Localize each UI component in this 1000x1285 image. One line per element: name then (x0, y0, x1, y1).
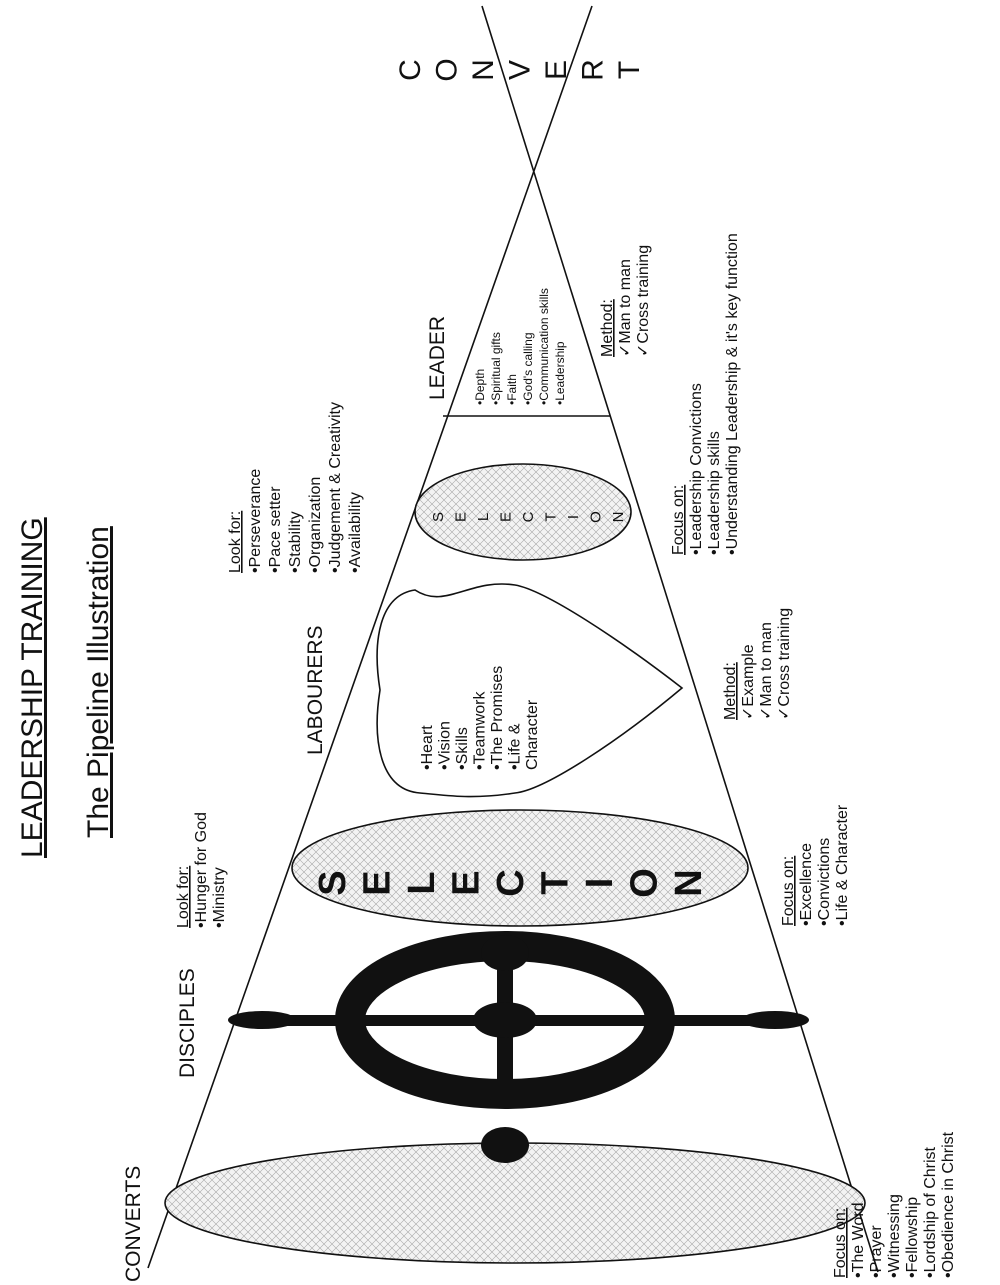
disciples-focus-on-item: •The Word (850, 1202, 867, 1278)
stage-label-leader: LEADER (426, 316, 449, 400)
disciples-focus-on-item: •Prayer (868, 1225, 885, 1278)
labourers-look-for-heading: Look for: (227, 511, 244, 573)
selection-large-letter-4: C (490, 869, 532, 896)
selection-focus-on-item: •Excellence (798, 843, 815, 926)
leader-method-item: ✓Man to man (617, 259, 634, 357)
leader-focus-on: Focus on:•Leadership Convictions•Leaders… (670, 233, 741, 555)
labourers-look-for-item: •Judgement & Creativity (327, 402, 344, 573)
selection-focus-on-heading: Focus on: (780, 856, 797, 926)
page-title: LEADERSHIP TRAINING (16, 517, 49, 858)
leader-focus-on-item: •Leadership skills (706, 431, 723, 555)
selection-focus-on: Focus on:•Excellence•Convictions•Life & … (780, 804, 851, 926)
leader-method-item: ✓Cross training (635, 245, 652, 357)
selection-large-letter-1: E (357, 870, 399, 895)
disciples-focus-on-item: •Fellowship (904, 1197, 921, 1278)
selection-large-letter-7: O (624, 868, 666, 898)
leader-method-heading: Method: (599, 299, 616, 357)
labourers-method: Method:✓Example✓Man to man✓Cross trainin… (722, 608, 793, 720)
leader-focus-on-item: •Understanding Leadership & it's key fun… (724, 233, 741, 555)
heart-list-item: •Heart (419, 725, 436, 770)
leader-list-item: •God's calling (521, 332, 535, 405)
stage-label-labourers: LABOURERS (304, 625, 327, 755)
leader-list-item: •Faith (505, 374, 519, 405)
leader-list-item: •Spiritual gifts (489, 332, 503, 405)
selection-small-letter-3: E (498, 512, 515, 522)
labourers-look-for-item: •Organization (307, 477, 324, 573)
selection-focus-on-item: •Life & Character (834, 804, 851, 926)
leader-focus-on-item: •Leadership Convictions (688, 383, 705, 555)
convert-letter-0: C (394, 59, 427, 81)
disciples-focus-on-item: •Obedience in Christ (940, 1131, 957, 1278)
stage-label-disciples: DISCIPLES (176, 968, 199, 1078)
labourers-method-item: ✓Cross training (776, 608, 793, 720)
heart-list-item: •Skills (454, 727, 471, 770)
leader-focus-on-heading: Focus on: (670, 485, 687, 555)
selection-small-letter-6: I (565, 515, 582, 519)
labourers-method-heading: Method: (722, 662, 739, 720)
selection-small-letter-0: S (430, 512, 447, 522)
leader-method: Method:✓Man to man✓Cross training (599, 245, 652, 357)
leader-list-item: •Depth (473, 369, 487, 405)
cross-wheel-icon (228, 935, 809, 1163)
convert-letter-3: V (504, 60, 537, 80)
heart-list-item: •Life & (507, 723, 524, 770)
disciples-focus-on-item: •Witnessing (886, 1194, 903, 1278)
labourers-method-item: ✓Example (740, 644, 757, 720)
heart-list-item: •Teamwork (472, 690, 489, 770)
disciples-look-for-item: •Hunger for God (193, 812, 210, 928)
selection-ellipse-large (292, 810, 748, 926)
labourers-look-for-item: •Pace setter (267, 486, 284, 573)
stage-label-converts: CONVERTS (122, 1166, 145, 1282)
heart-list-item: •Vision (437, 721, 454, 770)
disciples-look-for: Look for:•Hunger for God•Ministry (175, 812, 228, 928)
leader-list-item: •Communication skills (537, 288, 551, 405)
heart-list-item: Character (524, 699, 541, 770)
selection-large-letter-5: T (535, 871, 577, 894)
labourers-look-for-item: •Availability (347, 492, 364, 573)
labourers-method-item: ✓Man to man (758, 622, 775, 720)
selection-large-letter-2: L (401, 871, 443, 894)
convert-letter-5: R (577, 59, 610, 81)
selection-small-letter-1: E (453, 512, 470, 522)
selection-small-letter-8: N (610, 512, 627, 523)
selection-small-letter-5: T (543, 512, 560, 521)
selection-small-letter-2: L (475, 513, 492, 521)
selection-large-letter-3: E (446, 870, 488, 895)
disciples-look-for-heading: Look for: (175, 866, 192, 928)
convert-letter-6: T (613, 61, 646, 79)
page-subtitle: The Pipeline Illustration (82, 526, 115, 838)
convert-letter-4: E (540, 60, 573, 80)
selection-focus-on-item: •Convictions (816, 838, 833, 926)
disciples-focus-on-heading: Focus on: (832, 1208, 849, 1278)
convert-letter-1: O (431, 58, 464, 81)
selection-small-letter-4: C (520, 511, 537, 522)
labourers-look-for: Look for:•Perseverance•Pace setter•Stabi… (227, 402, 364, 573)
labourers-look-for-item: •Perseverance (247, 469, 264, 573)
labourers-look-for-item: •Stability (287, 511, 304, 573)
disciples-look-for-item: •Ministry (211, 867, 228, 928)
disciples-focus-on-item: •Lordship of Christ (922, 1146, 939, 1278)
disciples-focus-on: Focus on:•The Word•Prayer•Witnessing•Fel… (832, 1131, 957, 1278)
selection-large-letter-6: I (579, 878, 621, 889)
selection-small-letter-7: O (588, 511, 605, 523)
selection-large-letter-0: S (312, 870, 354, 895)
heart-list-item: •The Promises (489, 666, 506, 770)
convert-letter-2: N (467, 59, 500, 81)
leader-list-item: •Leadership (553, 341, 567, 405)
selection-large-letter-8: N (668, 869, 710, 896)
